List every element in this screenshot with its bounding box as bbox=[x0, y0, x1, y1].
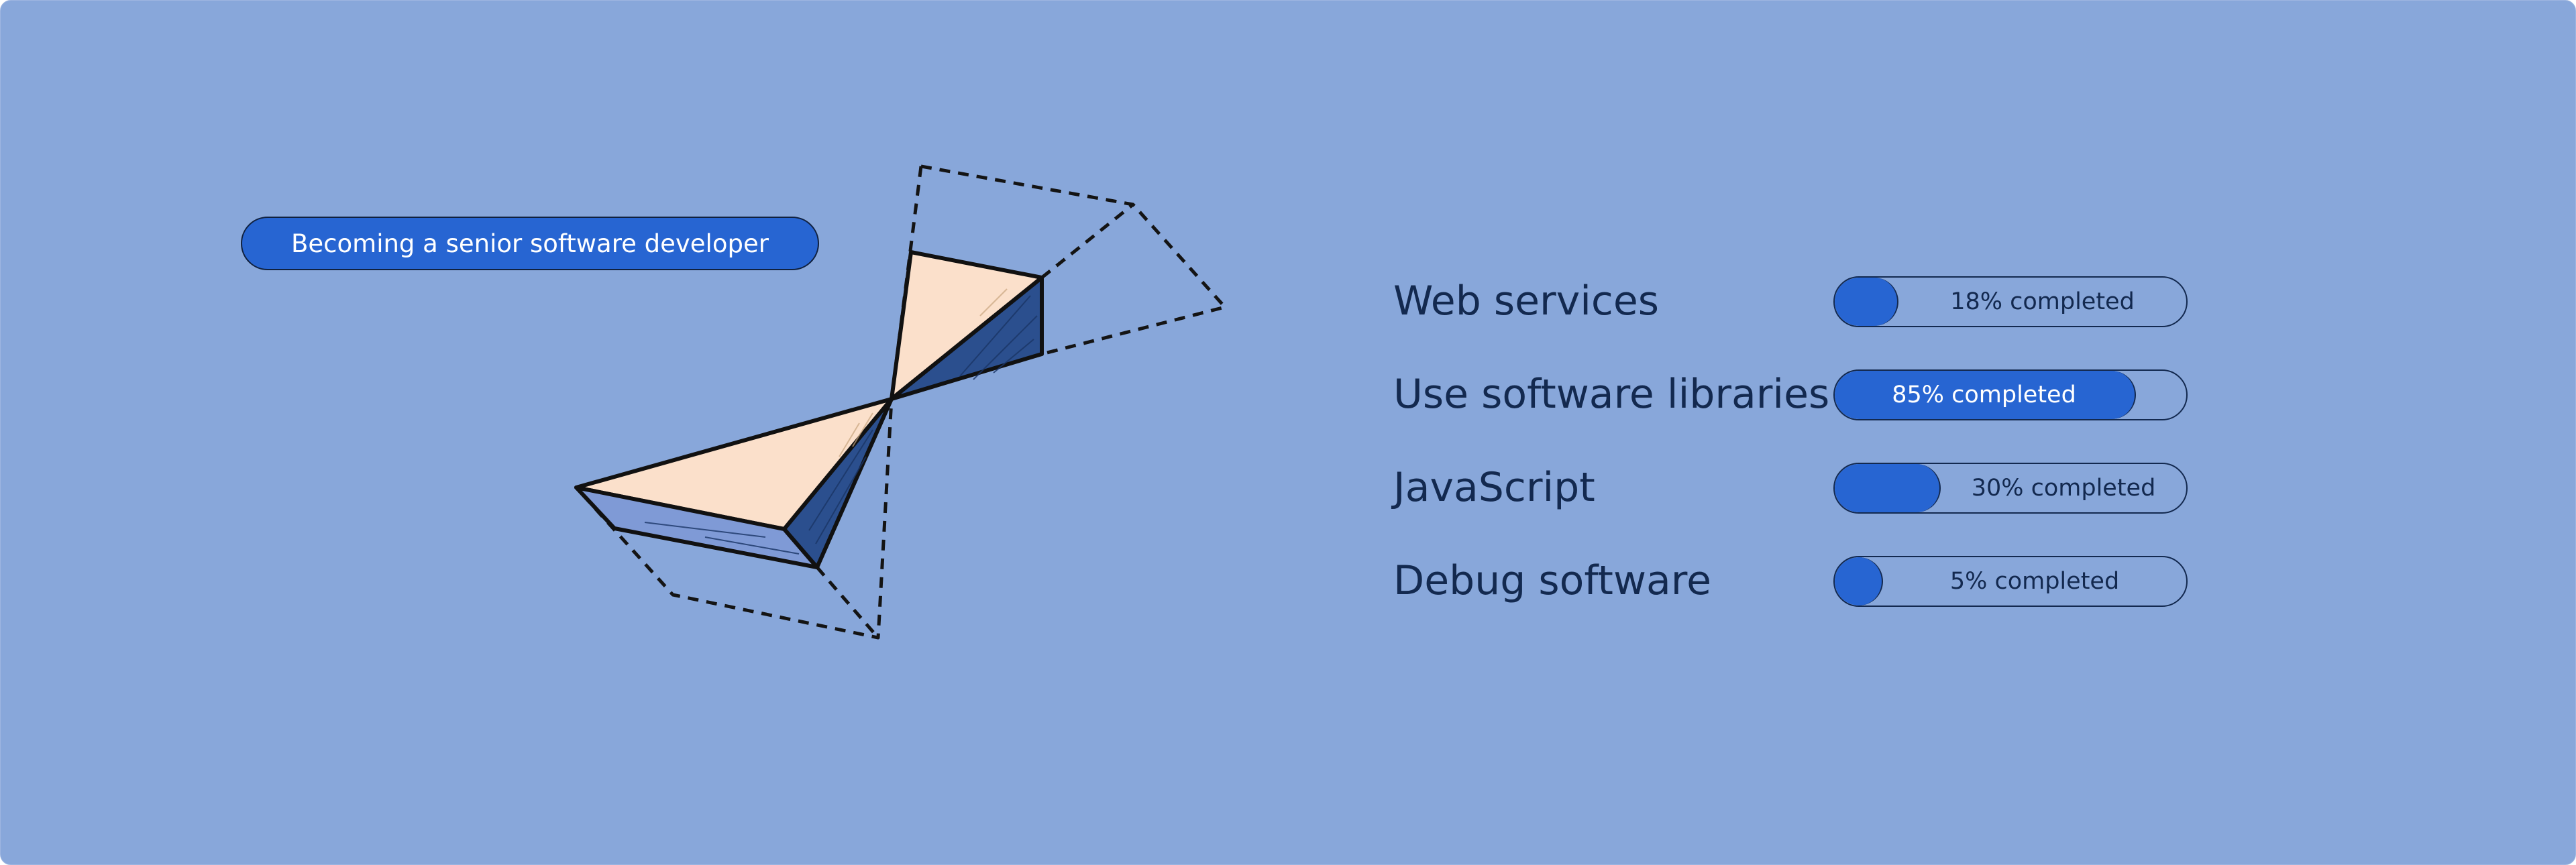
skill-label: JavaScript bbox=[1393, 464, 1595, 511]
skill-row: Use software libraries 85% completed bbox=[1393, 367, 2198, 421]
skill-label: Debug software bbox=[1393, 557, 1712, 604]
goal-badge: Becoming a senior software developer bbox=[241, 217, 819, 270]
skill-label: Web services bbox=[1393, 278, 1660, 325]
goal-badge-label: Becoming a senior software developer bbox=[291, 229, 769, 258]
progress-bar: 5% completed bbox=[1833, 556, 2188, 607]
progress-bar-text: 30% completed bbox=[1971, 475, 2156, 502]
progress-bar-fill bbox=[1835, 557, 1883, 606]
progress-bar-text: 85% completed bbox=[1892, 382, 2076, 408]
progress-bar-fill bbox=[1835, 371, 2136, 419]
progress-bar-text: 5% completed bbox=[1949, 568, 2120, 595]
hourglass-prism-illustration bbox=[574, 164, 1227, 640]
progress-bar-text: 18% completed bbox=[1950, 288, 2135, 315]
progress-bar: 85% completed bbox=[1833, 369, 2188, 420]
skill-label: Use software libraries bbox=[1393, 371, 1830, 418]
progress-bar: 18% completed bbox=[1833, 276, 2188, 327]
progress-bar-fill bbox=[1835, 278, 1898, 326]
skill-row: JavaScript 30% completed bbox=[1393, 461, 2198, 514]
progress-bar-fill bbox=[1835, 464, 1941, 512]
skill-row: Web services 18% completed bbox=[1393, 274, 2198, 328]
skill-row: Debug software 5% completed bbox=[1393, 554, 2198, 608]
progress-bar: 30% completed bbox=[1833, 463, 2188, 514]
